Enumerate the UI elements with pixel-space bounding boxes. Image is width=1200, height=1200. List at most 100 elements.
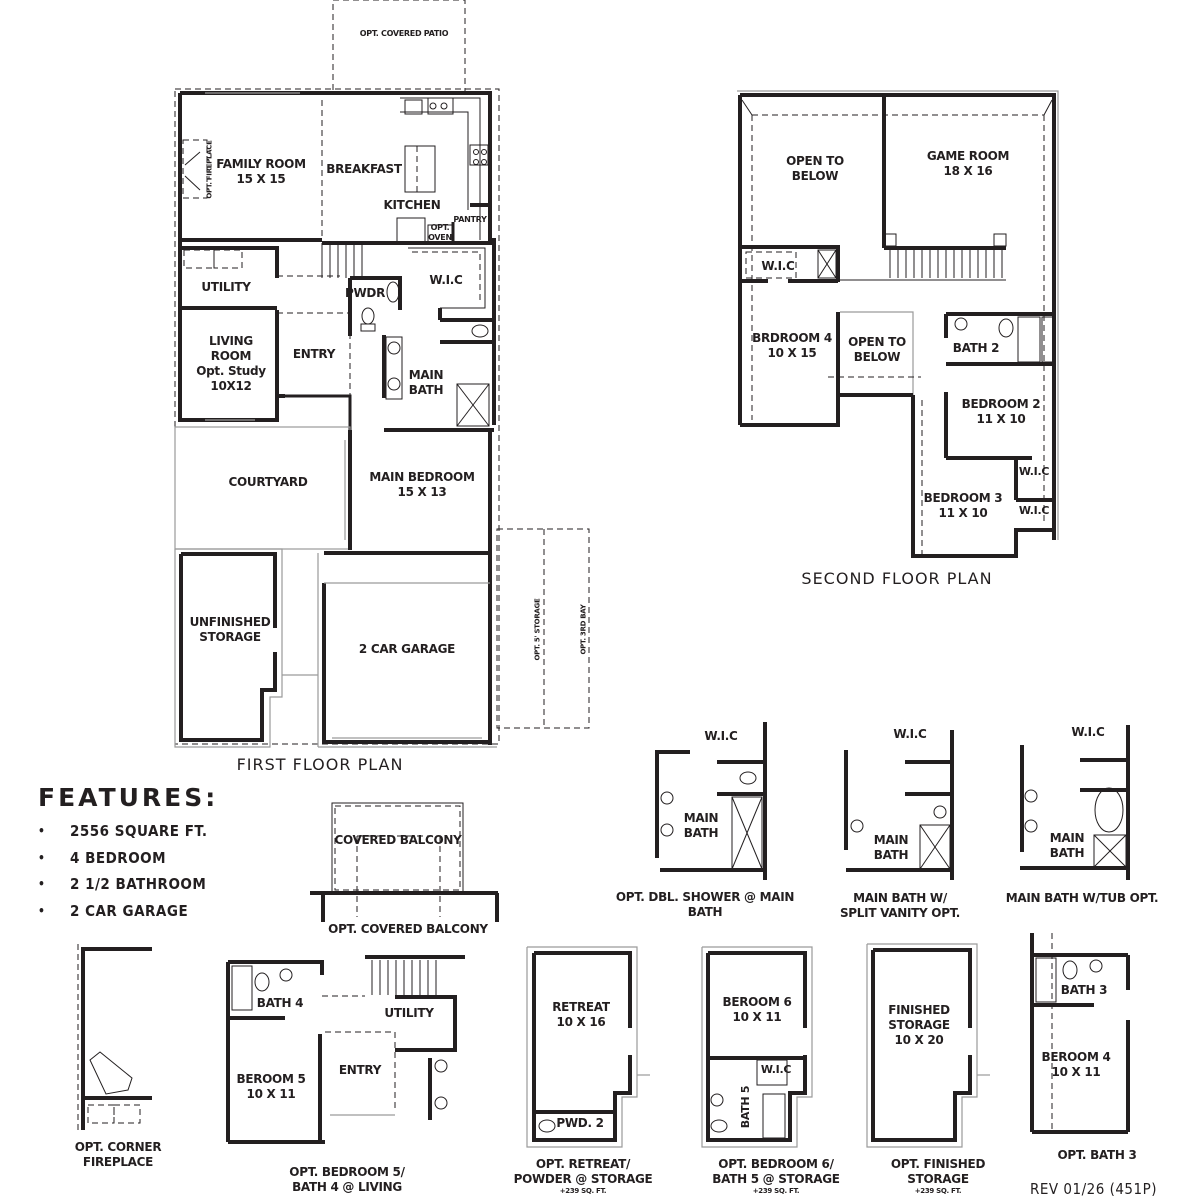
oven-line2: OVEN (428, 233, 452, 242)
retreat-name: RETREAT (552, 1000, 610, 1014)
label-family-room: FAMILY ROOM 15 X 15 (216, 157, 306, 187)
tub-bath-line1: MAIN (1049, 831, 1085, 845)
game-room-size: 18 X 16 (943, 164, 993, 178)
label-pantry: PANTRY (453, 215, 487, 224)
finished-storage-line2: STORAGE (888, 1018, 950, 1032)
game-room-name: GAME ROOM (926, 149, 1010, 163)
dbl-shower-bath-line2: BATH (683, 826, 719, 840)
bedroom-3-size: 11 X 10 (938, 506, 988, 520)
finished-storage-area: +239 SQ. FT. (914, 1187, 962, 1195)
label-wic-2: W.I.C (1018, 465, 1050, 478)
bedroom-3-name: BEDROOM 3 (923, 491, 1003, 505)
retreat-caption-line1: OPT. RETREAT/ (535, 1157, 631, 1171)
label-dbl-shower-wic: W.I.C (704, 729, 738, 743)
label-garage: 2 CAR GARAGE (358, 642, 456, 656)
bedroom-5-name: BEROOM 5 (236, 1072, 306, 1086)
label-bath-3: BATH 3 (1060, 983, 1108, 997)
label-split-vanity-bath: MAIN BATH (874, 833, 909, 863)
dbl-shower-bath-line1: MAIN (683, 811, 719, 825)
feature-item: 4 BEDROOM (38, 845, 218, 872)
bedroom-2-name: BEDROOM 2 (961, 397, 1041, 411)
label-unfinished-storage: UNFINISHED STORAGE (190, 615, 271, 645)
label-wic-1: W.I.C (761, 259, 795, 273)
label-split-vanity-wic: W.I.C (893, 727, 927, 741)
label-bedroom-2: BEDROOM 2 11 X 10 (962, 397, 1041, 427)
features-heading: FEATURES: (38, 783, 219, 812)
label-bedroom-3: BEDROOM 3 11 X 10 (924, 491, 1003, 521)
bedroom-5-caption-line1: OPT. BEDROOM 5/ (289, 1165, 405, 1179)
caption-bedroom-6: OPT. BEDROOM 6/ BATH 5 @ STORAGE +239 SQ… (712, 1157, 840, 1196)
main-bedroom-name: MAIN BEDROOM (369, 470, 475, 484)
caption-covered-balcony: OPT. COVERED BALCONY (328, 922, 488, 936)
label-wic-3: W.I.C (1018, 504, 1050, 517)
open-to-below-1-line2: BELOW (791, 169, 839, 183)
main-bedroom-size: 15 X 13 (397, 485, 447, 499)
bedroom-2-size: 11 X 10 (976, 412, 1026, 426)
split-vanity-bath-line1: MAIN (873, 833, 909, 847)
label-bedroom-4-opt: BEROOM 4 10 X 11 (1041, 1050, 1110, 1080)
open-to-below-2-line1: OPEN TO (848, 335, 906, 349)
label-fireplace: OPT. FIREPLACE (205, 140, 214, 199)
caption-bedroom-5: OPT. BEDROOM 5/ BATH 4 @ LIVING (289, 1165, 405, 1195)
corner-fireplace-caption-line1: OPT. CORNER (74, 1140, 162, 1154)
label-covered-balcony: COVERED BALCONY (334, 833, 462, 847)
label-tub-bath: MAIN BATH (1050, 831, 1085, 861)
label-wic: W.I.C (429, 273, 463, 287)
option-drawings: ELSE (77, 722, 1130, 1148)
label-main-bath: MAIN BATH (409, 368, 444, 398)
open-to-below-1-line1: OPEN TO (786, 154, 844, 168)
label-bath-5: BATH 5 (739, 1085, 752, 1129)
feature-item: 2 1/2 BATHROOM (38, 871, 218, 898)
bedroom-4-opt-size: 10 X 11 (1051, 1065, 1101, 1079)
feature-item: 2 CAR GARAGE (38, 898, 218, 925)
caption-bath-3: OPT. BATH 3 (1057, 1148, 1137, 1162)
bedroom-4-name: BRDROOM 4 (752, 331, 832, 345)
first-floor-title: FIRST FLOOR PLAN (236, 755, 404, 774)
first-floor-walls (174, 0, 590, 748)
label-retreat: RETREAT 10 X 16 (552, 1000, 610, 1030)
dbl-shower-caption-line2: BATH (687, 905, 723, 919)
bedroom-6-size: 10 X 11 (732, 1010, 782, 1024)
label-bedroom-5: BEROOM 5 10 X 11 (236, 1072, 305, 1102)
label-bath-4: BATH 4 (256, 996, 304, 1010)
second-floor-walls (737, 90, 1059, 558)
family-room-name: FAMILY ROOM (216, 157, 306, 171)
features-list: 2556 SQUARE FT. 4 BEDROOM 2 1/2 BATHROOM… (38, 818, 218, 924)
label-opt-3rd-bay: OPT. 3RD BAY (579, 604, 588, 655)
retreat-size: 10 X 16 (556, 1015, 606, 1029)
oven-line1: OPT. (430, 223, 450, 232)
living-room-line3: Opt. Study (196, 364, 266, 378)
dbl-shower-caption-line1: OPT. DBL. SHOWER @ MAIN (615, 890, 795, 904)
caption-corner-fireplace: OPT. CORNER FIREPLACE (75, 1140, 162, 1170)
split-vanity-bath-line2: BATH (873, 848, 909, 862)
label-oven: OPT. OVEN (428, 223, 452, 243)
open-to-below-2-line2: BELOW (853, 350, 901, 364)
living-room-line2: ROOM (210, 349, 252, 363)
finished-storage-line1: FINISHED (888, 1003, 950, 1017)
label-game-room: GAME ROOM 18 X 16 (926, 149, 1010, 179)
revision-label: REV 01/26 (451P) (1030, 1180, 1158, 1198)
label-breakfast: BREAKFAST (326, 162, 402, 176)
unfinished-storage-line1: UNFINISHED (189, 615, 271, 629)
label-pwd-2: PWD. 2 (556, 1116, 604, 1130)
caption-dbl-shower: OPT. DBL. SHOWER @ MAIN BATH (615, 890, 795, 920)
label-entry-opt: ENTRY (338, 1063, 382, 1077)
caption-split-vanity: MAIN BATH W/ SPLIT VANITY OPT. (840, 891, 960, 921)
label-pwdr: PWDR (344, 286, 386, 300)
label-kitchen: KITCHEN (383, 198, 441, 212)
finished-storage-caption-line2: STORAGE (907, 1172, 969, 1186)
second-floor-title: SECOND FLOOR PLAN (801, 569, 993, 588)
living-room-size: 10X12 (210, 379, 252, 393)
corner-fireplace-caption-line2: FIREPLACE (82, 1155, 154, 1169)
features-panel: FEATURES: 2556 SQUARE FT. 4 BEDROOM 2 1/… (38, 783, 218, 924)
label-bedroom-4: BRDROOM 4 10 X 15 (752, 331, 832, 361)
label-tub-wic: W.I.C (1071, 725, 1105, 739)
label-courtyard: COURTYARD (228, 475, 308, 489)
bedroom-5-caption-line2: BATH 4 @ LIVING (292, 1180, 402, 1194)
label-dbl-shower-bath: MAIN BATH (684, 811, 719, 841)
bedroom-4-size: 10 X 15 (767, 346, 817, 360)
caption-tub: MAIN BATH W/TUB OPT. (1005, 891, 1159, 905)
label-utility-opt: UTILITY (384, 1006, 434, 1020)
living-room-line1: LIVING (209, 334, 253, 348)
